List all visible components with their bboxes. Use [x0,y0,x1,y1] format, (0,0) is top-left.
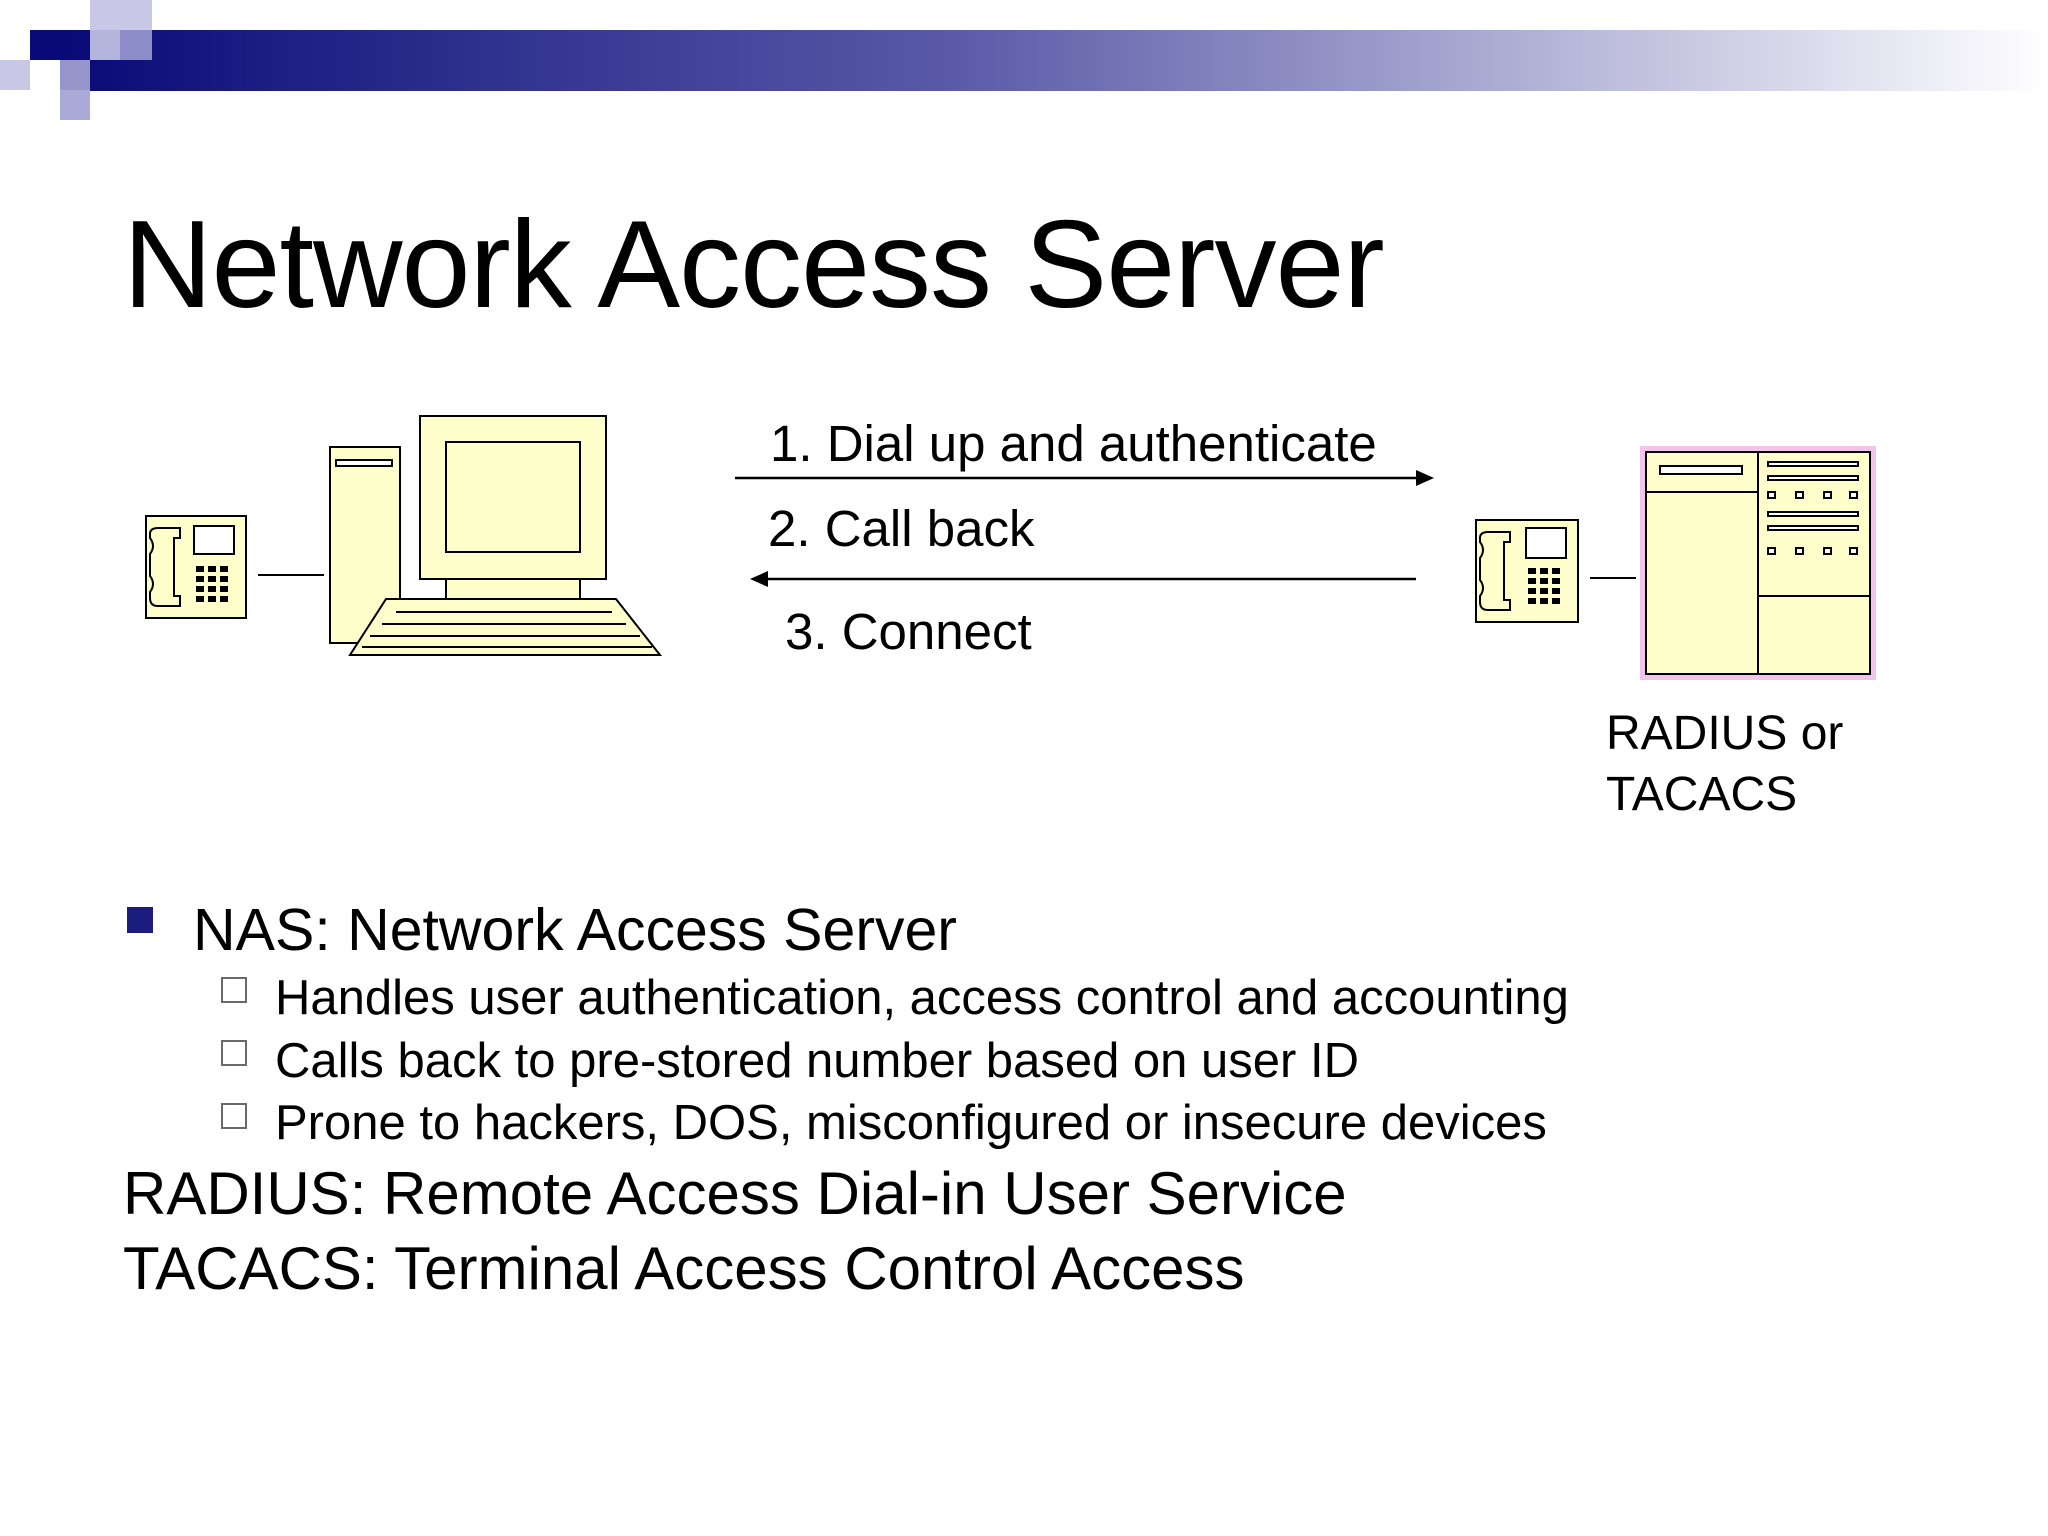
header-square-5 [120,30,152,60]
header-square-8 [60,90,90,120]
header-square-1 [0,0,30,30]
sub-bullet-3: Prone to hackers, DOS, misconfigured or … [275,1093,1547,1153]
server-icon [1640,446,1876,680]
tacacs-definition: TACACS: Terminal Access Control Access [123,1231,1244,1306]
header-square-3 [90,0,152,30]
bullet-nas: NAS: Network Access Server [193,895,957,965]
header-band [0,0,2048,125]
server-label-line-1: RADIUS or [1606,703,1843,764]
header-square-4 [90,30,120,60]
computer-icon [330,416,660,655]
step-2-label: 2. Call back [768,499,1034,559]
header-gradient-bar [60,30,2048,91]
bullet-square-icon [127,907,153,933]
header-square-6 [0,60,30,90]
slide-title: Network Access Server [123,195,1384,335]
radius-definition: RADIUS: Remote Access Dial-in User Servi… [123,1156,1347,1231]
sub-bullet-square-icon [221,1040,247,1066]
step-3-label: 3. Connect [785,602,1032,662]
left-telephone-icon [146,516,246,618]
sub-bullet-2: Calls back to pre-stored number based on… [275,1031,1359,1091]
header-square-7 [60,60,90,90]
sub-bullet-1: Handles user authentication, access cont… [275,968,1569,1028]
step-1-label: 1. Dial up and authenticate [770,414,1377,474]
right-telephone-icon [1476,520,1578,622]
server-label-line-2: TACACS [1606,764,1797,825]
header-square-2 [30,30,60,60]
sub-bullet-square-icon [221,1103,247,1129]
sub-bullet-square-icon [221,977,247,1003]
step-1-arrowhead [1416,470,1434,486]
step-2-arrowhead [750,571,768,587]
